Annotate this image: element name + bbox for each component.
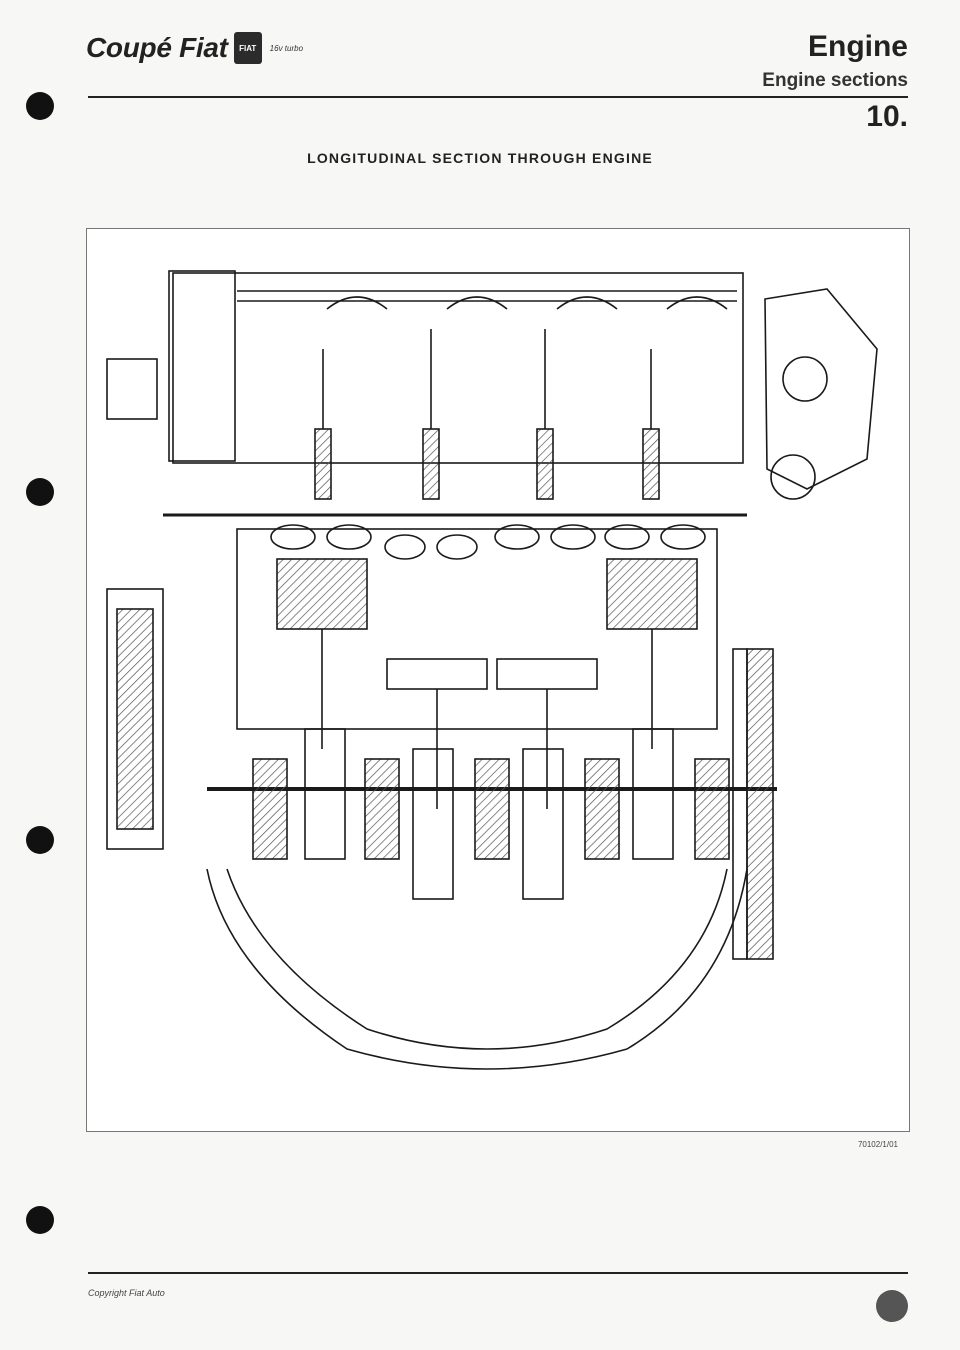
section-subtitle: Engine sections <box>762 70 908 91</box>
footer-mark-icon <box>876 1290 908 1322</box>
punch-hole-4 <box>26 1206 54 1234</box>
flywheel <box>746 648 774 960</box>
section-number: 10. <box>866 100 908 133</box>
turbo-housing <box>764 288 878 490</box>
cylinder-block <box>236 528 718 730</box>
punch-hole-1 <box>26 92 54 120</box>
engine-section-figure <box>86 228 910 1132</box>
pistons <box>276 558 698 809</box>
bracket <box>106 358 158 420</box>
cam-cover-lines <box>237 290 737 302</box>
figure-reference: 70102/1/01 <box>857 1140 898 1149</box>
punch-hole-3 <box>26 826 54 854</box>
valves <box>270 524 706 560</box>
front-pulley <box>106 588 164 850</box>
engine-cutaway-drawing <box>106 270 878 1070</box>
brand-model: 16v turbo <box>269 43 304 53</box>
punch-hole-2 <box>26 478 54 506</box>
main-bearings <box>252 758 730 860</box>
section-title: Engine <box>807 30 908 63</box>
crank-webs <box>304 728 674 900</box>
fiat-logo-icon: FIAT <box>233 32 262 64</box>
brand-header: Coupé Fiat FIAT 16v turbo <box>86 32 303 64</box>
brand-name: Coupé Fiat <box>86 32 228 63</box>
timing-cover-top <box>168 270 236 462</box>
copyright-text: Copyright Fiat Auto <box>88 1288 165 1298</box>
sump-inner <box>226 868 728 1050</box>
figure-title: LONGITUDINAL SECTION THROUGH ENGINE <box>307 150 653 166</box>
header-divider <box>88 96 908 98</box>
cylinder-head <box>172 272 744 464</box>
footer-divider <box>88 1272 908 1274</box>
oil-sump <box>206 868 748 1070</box>
spark-plugs <box>314 329 660 500</box>
cam-lobes <box>326 296 728 310</box>
